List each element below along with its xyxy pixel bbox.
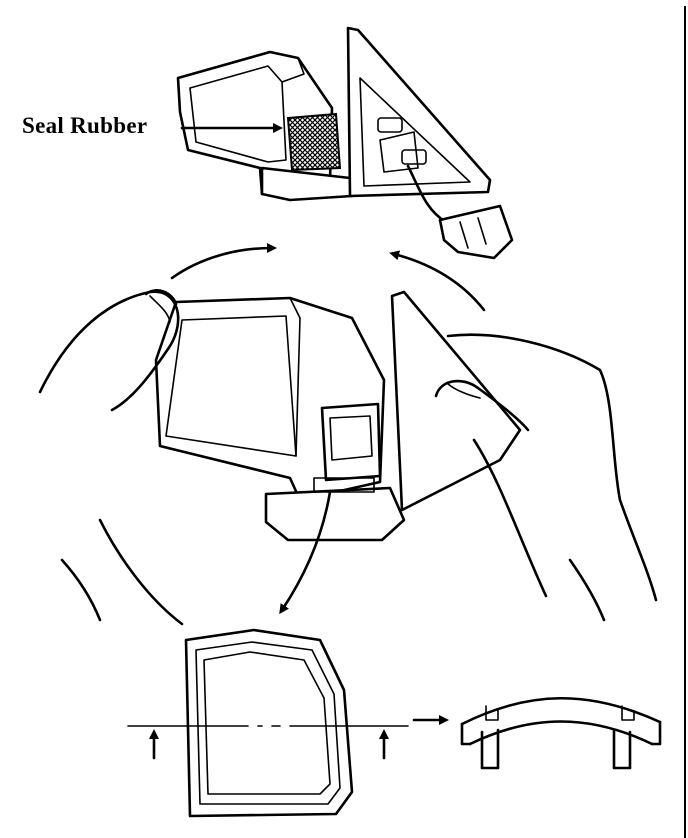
seal-cross-section xyxy=(460,697,662,770)
detail-arrow xyxy=(279,490,332,615)
rotate-arrow-left xyxy=(170,243,277,280)
rotate-arrow-right xyxy=(389,250,486,312)
section-line xyxy=(127,725,409,760)
seal-rubber-patch xyxy=(286,112,342,172)
right-hand xyxy=(434,333,658,622)
seal-rubber-outline xyxy=(184,628,354,818)
seal-rubber-label: Seal Rubber xyxy=(22,113,148,138)
left-hand xyxy=(38,289,184,626)
mirror-assembly-middle xyxy=(38,289,658,626)
mounting-stud xyxy=(377,117,427,173)
mirror-assembly-top xyxy=(176,26,514,260)
frame-border-right xyxy=(684,6,686,838)
wire-connector xyxy=(438,204,514,260)
